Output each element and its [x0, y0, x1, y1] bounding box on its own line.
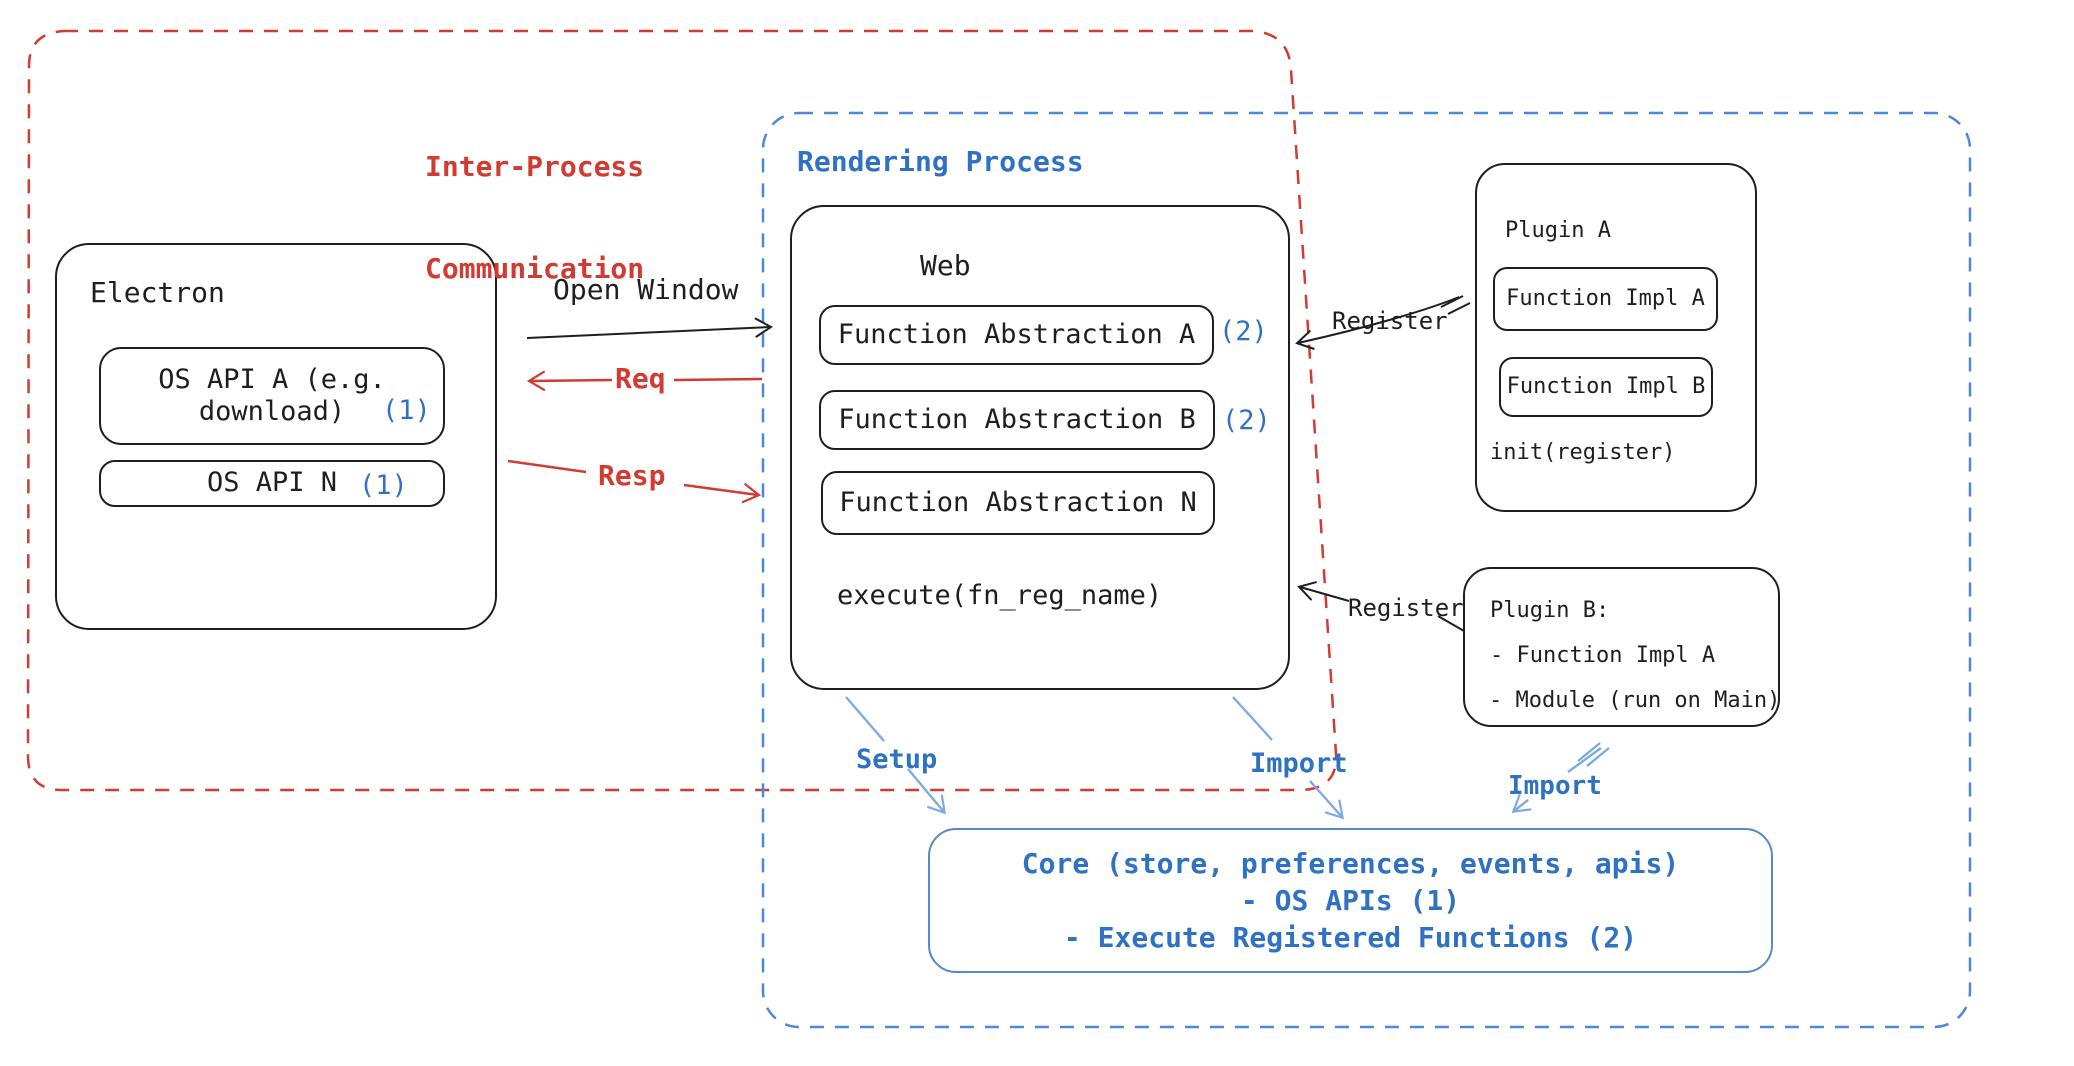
- function-impl-b-label: Function Impl B: [1506, 373, 1706, 399]
- plugin-b-item-impl-a: - Function Impl A: [1490, 643, 1716, 668]
- setup-label: Setup: [856, 744, 938, 775]
- function-impl-b-box: Function Impl B: [1499, 357, 1713, 417]
- core-line-2: - OS APIs (1): [1240, 883, 1461, 917]
- function-impl-a-box: Function Impl A: [1493, 267, 1718, 331]
- import-plugin-arrow-segment: [1567, 747, 1602, 773]
- plugin-a-box: Plugin A Function Impl A Function Impl B…: [1475, 163, 1757, 512]
- function-abstraction-b-ref: (2): [1222, 405, 1271, 436]
- import-web-label: Import: [1250, 748, 1348, 779]
- function-abstraction-a-box: Function Abstraction A: [819, 305, 1214, 365]
- web-box: Web Function Abstraction A (2) Function …: [790, 205, 1290, 690]
- web-title: Web: [920, 249, 971, 282]
- import-plugin-label: Import: [1508, 771, 1602, 801]
- core-box: Core (store, preferences, events, apis) …: [928, 828, 1773, 973]
- execute-label: execute(fn_reg_name): [837, 580, 1163, 611]
- core-line-3: - Execute Registered Functions (2): [1063, 920, 1638, 954]
- os-api-a-line1: OS API A (e.g.: [158, 363, 386, 395]
- resp-label: Resp: [598, 459, 666, 492]
- plugin-a-init-label: init(register): [1490, 440, 1676, 465]
- plugin-a-title: Plugin A: [1505, 218, 1611, 243]
- os-api-a-ref: (1): [382, 395, 431, 426]
- os-api-a-line2: download): [198, 396, 346, 427]
- plugin-b-item-module: - Module (run on Main): [1489, 688, 1781, 713]
- resp-arrow-segment: [507, 459, 587, 474]
- function-impl-a-label: Function Impl A: [1506, 285, 1705, 311]
- resp-arrow: [683, 483, 762, 504]
- open-window-label: Open Window: [553, 273, 739, 306]
- ipc-region-title: Inter-Process Communication: [425, 82, 644, 354]
- setup-arrow: [907, 768, 947, 815]
- import-web-arrow-segment: [1232, 696, 1273, 741]
- function-abstraction-a-label: Function Abstraction A: [837, 318, 1196, 350]
- req-label: Req: [615, 362, 666, 395]
- os-api-a-box: OS API A (e.g. download) (1): [99, 347, 445, 445]
- os-api-n-ref: (1): [359, 470, 408, 501]
- function-abstraction-b-label: Function Abstraction B: [838, 403, 1196, 435]
- req-arrow-segment: [673, 377, 763, 382]
- electron-title: Electron: [90, 276, 225, 309]
- rendering-region-title: Rendering Process: [797, 145, 1084, 178]
- os-api-n-box: OS API N (1): [99, 460, 445, 507]
- core-line-1: Core (store, preferences, events, apis): [1021, 846, 1680, 880]
- register-a-label: Register: [1332, 307, 1448, 335]
- function-abstraction-n-label: Function Abstraction N: [839, 486, 1197, 518]
- import-plugin-tail-tick: [1577, 742, 1610, 767]
- register-b-label: Register: [1348, 594, 1464, 622]
- ipc-region-title-line1: Inter-Process: [425, 150, 645, 183]
- function-abstraction-a-ref: (2): [1219, 316, 1268, 347]
- function-abstraction-b-box: Function Abstraction B: [819, 390, 1215, 450]
- plugin-b-box: Plugin B: - Function Impl A - Module (ru…: [1463, 567, 1780, 727]
- import-web-arrow: [1309, 780, 1345, 820]
- plugin-b-title: Plugin B:: [1490, 598, 1610, 623]
- register-b-arrow: [1297, 581, 1350, 602]
- req-arrow: [526, 370, 613, 391]
- function-abstraction-n-box: Function Abstraction N: [821, 471, 1215, 535]
- setup-arrow-segment: [845, 696, 885, 742]
